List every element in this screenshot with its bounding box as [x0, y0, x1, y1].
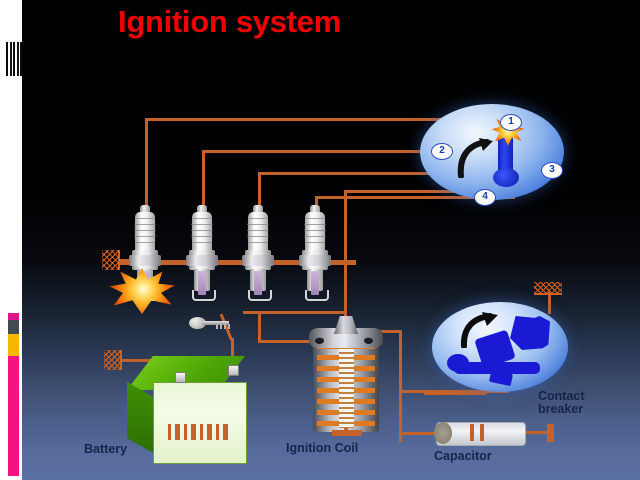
gutter-pink-bar: [8, 318, 19, 476]
spark-plug-terminal: [253, 205, 263, 213]
ignition-coil-terminal-left: [315, 337, 324, 344]
coil-to-distributor-wire: [344, 190, 347, 318]
spark-plug-hex-nut: [299, 255, 331, 266]
spark-plug-terminal: [140, 205, 150, 213]
gutter-dark-segment: [8, 320, 19, 334]
gutter-yellow-segment: [8, 334, 19, 356]
spark-plug-electrode: [192, 290, 216, 301]
battery-front-face: [153, 382, 247, 464]
ht-lead-2-horizontal: [202, 150, 474, 153]
distributor-callout-1: 1: [500, 114, 522, 131]
spark-plug-hex-nut: [186, 255, 218, 266]
capacitor-plate-right: [480, 424, 484, 441]
ht-lead-1-horizontal: [145, 118, 475, 121]
ht-lead-1-vertical: [145, 118, 148, 208]
spark-plug-ribs: [191, 218, 213, 244]
spark-plug-ribs: [247, 218, 269, 244]
engine-block-rail: [118, 260, 356, 265]
battery-negative-terminal: [175, 372, 186, 383]
capacitor-left-wire: [399, 432, 441, 435]
ignition-coil-core: [339, 344, 354, 428]
spark-plug-terminal: [310, 205, 320, 213]
ht-lead-4-horizontal: [315, 196, 515, 199]
label-battery: Battery: [84, 442, 128, 456]
ht-lead-2-vertical: [202, 150, 205, 208]
label-ignition-coil: Ignition Coil: [286, 441, 359, 455]
spark-plug-electrode: [305, 290, 329, 301]
coil-to-distributor-wire-top: [344, 190, 515, 193]
label-contact-breaker-line2: breaker: [538, 402, 584, 416]
coil-left-terminal-wire-h: [258, 340, 320, 343]
contact-breaker-rotation-arrow-icon: [460, 312, 498, 348]
contact-breaker-arm: [454, 362, 540, 374]
ignition-coil-stem: [344, 424, 348, 434]
distributor-callout-4: 4: [474, 189, 496, 206]
coil-to-breaker-wire: [399, 390, 509, 393]
gutter-marker-top: [8, 313, 19, 320]
spark-plug-3: [241, 205, 275, 301]
spark-plug-ribs: [304, 218, 326, 244]
contact-breaker-cam: [510, 316, 550, 351]
spark-plug-core: [254, 271, 262, 295]
switch-to-coil-wire-h: [243, 311, 347, 314]
ht-lead-4-vertical: [315, 196, 318, 210]
ignition-key-shaft: [203, 321, 229, 325]
ht-lead-3-vertical: [258, 172, 261, 208]
spark-plug-core: [198, 271, 206, 295]
breaker-ground-wire: [548, 292, 551, 314]
battery-positive-terminal: [228, 365, 239, 376]
gutter-bars-icon: [6, 42, 22, 76]
engine-ground-lead: [118, 259, 132, 263]
ignition-key-teeth: [216, 324, 230, 329]
distributor-callout-3: 3: [541, 162, 563, 179]
ht-lead-3-horizontal: [258, 172, 498, 175]
spark-plug-4: [298, 205, 332, 301]
spark-plug-ribs: [134, 218, 156, 244]
battery-to-switch-wire: [231, 338, 234, 368]
coil-right-terminal-wire-h: [372, 330, 402, 333]
ignition-coil-terminal-right: [364, 337, 373, 344]
breaker-return-wire: [424, 392, 486, 395]
ignition-coil-ht-tower: [334, 316, 358, 334]
ignition-coil-foot: [332, 430, 362, 436]
spark-plug-hex-nut: [242, 255, 274, 266]
contact-breaker-pivot: [447, 354, 469, 372]
label-capacitor: Capacitor: [434, 449, 492, 463]
coil-to-capacitor-wire-v: [399, 330, 402, 442]
spark-plug-terminal: [197, 205, 207, 213]
label-contact-breaker-line1: Contact: [538, 389, 585, 403]
spark-plug-hex-nut: [129, 255, 161, 266]
page-title: Ignition system: [118, 4, 341, 39]
battery-cell-symbols: [168, 424, 230, 440]
capacitor-left-cap: [434, 422, 452, 444]
spark-plug-core: [311, 271, 319, 295]
distributor-rotor-pivot: [493, 168, 519, 187]
capacitor-plate-left: [470, 424, 474, 441]
distributor-rotation-arrow-icon: [457, 138, 493, 178]
coil-left-terminal-wire-v: [258, 311, 261, 342]
spark-plug-electrode: [248, 290, 272, 301]
spark-plug-2: [185, 205, 219, 301]
ignition-key-icon: [189, 317, 206, 329]
capacitor-terminal: [547, 424, 554, 442]
distributor-callout-2: 2: [431, 143, 453, 160]
